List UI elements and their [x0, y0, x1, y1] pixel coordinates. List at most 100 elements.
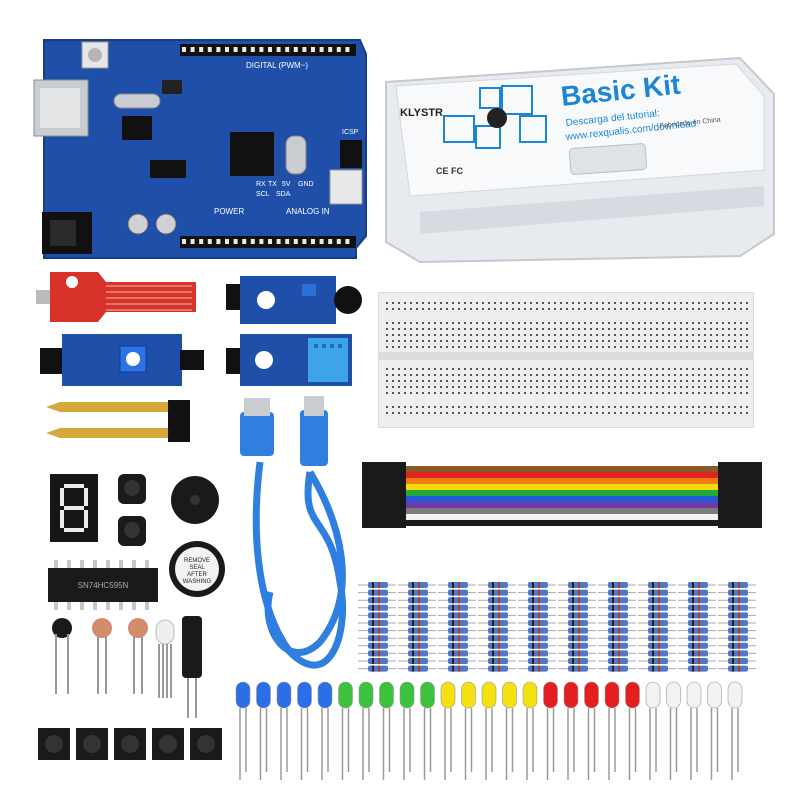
thermistor [44, 616, 80, 696]
resistor [358, 620, 396, 626]
resistor [598, 642, 636, 649]
led [440, 681, 456, 780]
resistor [598, 627, 636, 634]
resistor [398, 650, 436, 657]
board-label-tx: TX [268, 181, 277, 188]
resistor [358, 627, 396, 634]
resistor [638, 658, 676, 664]
resistor [638, 604, 676, 611]
resistor [438, 582, 476, 588]
resistor [598, 612, 636, 619]
resistor [678, 604, 716, 611]
led [420, 681, 435, 780]
led [256, 681, 271, 780]
resistor [518, 650, 556, 657]
resistor [358, 658, 396, 664]
resistor [438, 650, 476, 657]
photoresistors [82, 616, 162, 696]
resistor [398, 635, 436, 642]
resistor [358, 597, 396, 604]
resistor [678, 642, 716, 649]
resistor [478, 658, 516, 664]
resistor [678, 665, 716, 672]
potentiometers [112, 470, 152, 554]
shift-register-chip: SN74HC595N [48, 560, 158, 610]
resistor [558, 612, 596, 619]
resistor [558, 589, 596, 596]
resistor [638, 665, 676, 672]
resistor [478, 665, 516, 672]
resistor [358, 612, 396, 619]
resistor [398, 589, 436, 596]
resistor [558, 658, 596, 664]
resistor [438, 627, 476, 634]
resistor [478, 627, 516, 634]
led [358, 681, 374, 780]
resistor [558, 597, 596, 604]
resistor [718, 650, 756, 657]
resistor [398, 620, 436, 626]
resistor [398, 627, 436, 634]
resistor [398, 658, 436, 664]
resistor [558, 650, 596, 657]
resistor [638, 612, 676, 619]
buzzer-sticker-line2: SEAL [189, 565, 205, 571]
resistor [678, 650, 716, 657]
resistor [438, 635, 476, 642]
resistor [438, 665, 476, 672]
board-label-analog: ANALOG IN [286, 207, 330, 216]
resistor [678, 612, 716, 619]
resistor [478, 589, 516, 596]
led [584, 681, 599, 780]
resistor [558, 665, 596, 672]
chip-marking: SN74HC595N [78, 581, 129, 590]
led [666, 681, 681, 780]
board-label-sda: SDA [276, 191, 291, 198]
resistor [598, 650, 636, 657]
water-level-sensor [36, 268, 206, 326]
resistor [438, 604, 476, 611]
led [563, 681, 579, 780]
board-label-rx: RX [256, 181, 266, 188]
resistor [598, 635, 636, 642]
resistor [598, 582, 636, 588]
resistor [638, 589, 676, 596]
resistor [638, 627, 676, 634]
jumper-wires [362, 456, 762, 534]
resistor [598, 604, 636, 611]
led [379, 681, 394, 780]
resistor [398, 612, 436, 619]
resistor [398, 597, 436, 604]
resistor [678, 658, 716, 664]
arduino-uno-board: DIGITAL (PWM~) POWER ANALOG IN ICSP TX R… [30, 36, 370, 262]
resistor [518, 597, 556, 604]
resistor [478, 620, 516, 626]
dht11-module [226, 330, 366, 390]
resistor [398, 642, 436, 649]
resistor [358, 635, 396, 642]
usb-cable [220, 392, 372, 692]
piezo-buzzer [168, 472, 222, 532]
potentiometer-module [40, 330, 210, 390]
resistor [678, 589, 716, 596]
resistor [718, 627, 756, 634]
resistor [358, 589, 396, 596]
resistor [598, 665, 636, 672]
resistor [358, 604, 396, 611]
resistor [638, 650, 676, 657]
buzzer-sticker-line4: WASHING [183, 579, 212, 585]
resistor [718, 665, 756, 672]
resistor [518, 604, 556, 611]
seven-segment-display [50, 474, 98, 542]
resistor [558, 627, 596, 634]
breadboard [377, 291, 755, 429]
resistor [718, 635, 756, 642]
resistor [358, 582, 396, 588]
resistor [478, 604, 516, 611]
resistor [358, 650, 396, 657]
resistor [718, 658, 756, 664]
led [522, 681, 538, 780]
resistor [438, 597, 476, 604]
resistor [518, 658, 556, 664]
led [461, 681, 476, 780]
